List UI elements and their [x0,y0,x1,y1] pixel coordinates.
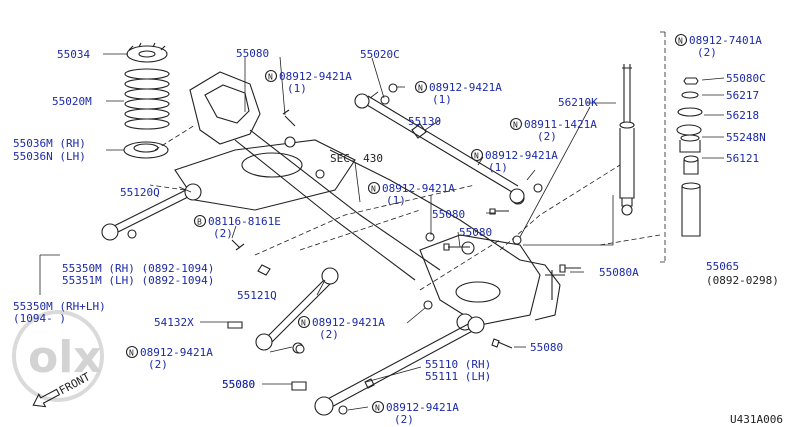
part-label: (2) [148,358,168,371]
svg-text:N: N [474,152,479,161]
part-label: (1094- ) [13,312,66,325]
leader-lines [39,53,725,411]
part-label: 55080A [599,266,639,279]
part-label: 55080C [726,72,766,85]
part-label: 55248N [726,131,766,144]
part-label: 08912-9421A [386,401,459,414]
shock-parts-bracket [660,31,666,263]
rear-suspension-member [174,71,565,331]
coil-spring-55020M [124,68,170,130]
part-label: (2) [319,328,339,341]
part-label: 55065 [706,260,739,273]
part-label: 55080 [222,378,255,391]
part-labels: 55034 55020M 55036M (RH) 55036N (LH) 551… [13,34,783,426]
part-label: 08911-1421A [524,118,597,131]
part-label: 08912-9421A [140,346,213,359]
part-label: 54132X [154,316,194,329]
svg-text:N: N [129,349,134,358]
part-label: 55034 [57,48,90,61]
svg-text:N: N [418,84,423,93]
part-label: 55020C [360,48,400,61]
part-label: (2) [537,130,557,143]
circled-n-markers: N N N N N B N N N N [125,33,688,414]
part-label: 08912-7401A [689,34,762,47]
section-reference: SEC. 430 [330,152,383,165]
part-label: 55080 [222,378,255,391]
diagram-code: U431A006 [730,413,783,426]
part-label: (1) [287,82,307,95]
part-label: 55110 (RH) [425,358,491,371]
part-label: (2) [213,227,233,240]
spring-seat-55036 [123,141,169,159]
olx-watermark: olx [12,310,104,402]
part-label: 55120Q [120,186,160,199]
part-label: 56210K [558,96,598,109]
part-label: 55036M (RH) [13,137,86,150]
part-label: 55080 [432,208,465,221]
shock-absorber-56210K [619,64,635,216]
part-label: (0892-0298) [706,274,779,287]
part-label: 55350M (RH+LH) [13,300,106,313]
part-label: 55351M (LH) (0892-1094) [62,274,214,287]
part-label: 55130 [408,115,441,128]
part-label: 56121 [726,152,759,165]
part-label: 55350M (RH) (0892-1094) [62,262,214,275]
part-label: 08912-9421A [382,182,455,195]
bolts-and-nuts [231,83,581,415]
part-label: 08912-9421A [485,149,558,162]
part-label: (2) [394,413,414,426]
part-label: 08912-9421A [429,81,502,94]
part-label: 55036N (LH) [13,150,86,163]
part-label: 55121Q [237,289,277,302]
svg-text:N: N [513,121,518,130]
upper-link-55120Q [101,183,202,241]
sec-430-dashed-outline [149,124,661,291]
part-label: 55080 [236,47,269,60]
spring-seat-55034 [126,42,168,63]
svg-text:N: N [375,404,380,413]
part-label: 55080 [530,341,563,354]
part-label: 55080 [459,226,492,239]
svg-text:N: N [678,37,683,46]
shock-mount-parts [676,77,703,237]
part-label: (1) [386,194,406,207]
part-label: 08912-9421A [312,316,385,329]
svg-text:N: N [371,185,376,194]
svg-text:B: B [197,218,202,227]
svg-text:N: N [301,319,306,328]
lower-link-55110 [291,316,485,416]
lateral-link-55130 [354,93,525,204]
part-label: (1) [432,93,452,106]
part-label: 08116-8161E [208,215,281,228]
part-label: (2) [697,46,717,59]
watermark-text: olx [28,332,102,383]
part-label: 08912-9421A [279,70,352,83]
part-label: 55020M [52,95,92,108]
svg-text:N: N [268,73,273,82]
part-label: 56218 [726,109,759,122]
part-label: 56217 [726,89,759,102]
part-label: 55111 (LH) [425,370,491,383]
part-label: (1) [488,161,508,174]
